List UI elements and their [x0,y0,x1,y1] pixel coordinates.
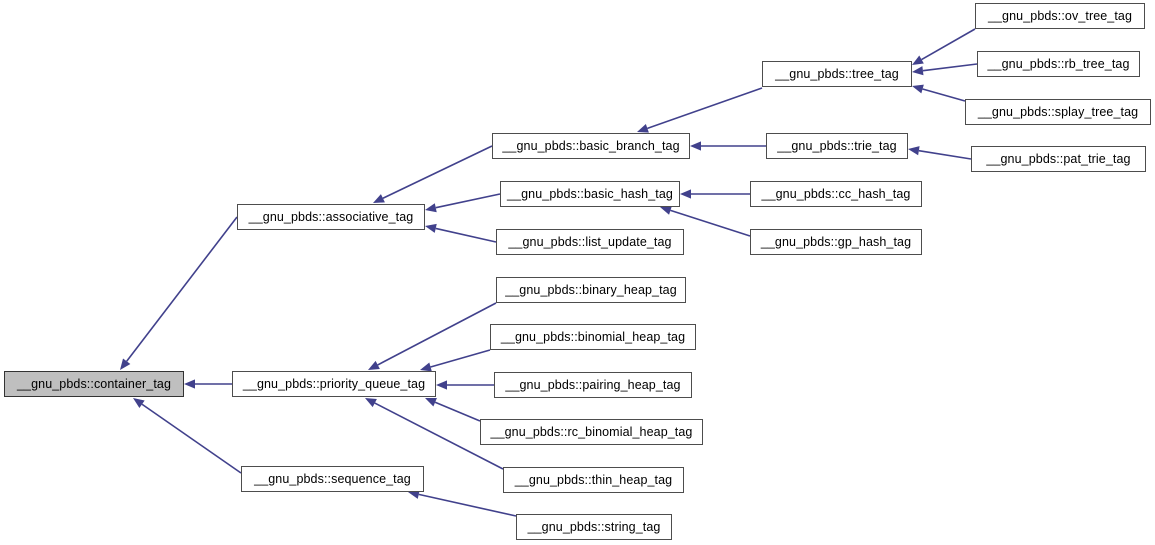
node-label: __gnu_pbds::binomial_heap_tag [500,329,686,344]
node-label: __gnu_pbds::splay_tree_tag [977,104,1139,119]
edge-ov_tree_tag-to-tree_tag [912,28,976,65]
node-label: __gnu_pbds::basic_hash_tag [507,186,673,201]
edge-list_update_tag-to-associative_tag [425,223,497,243]
edge-line [141,403,242,474]
node-label: __gnu_pbds::priority_queue_tag [242,376,426,391]
edge-arrowhead [680,189,691,199]
edge-splay_tree_tag-to-tree_tag [912,84,966,102]
edge-binary_heap_tag-to-priority_queue_tag [368,302,497,370]
edge-tree_tag-to-basic_branch_tag [637,87,763,133]
edge-arrowhead [373,194,385,203]
edge-basic_hash_tag-to-associative_tag [425,193,501,213]
node-label: __gnu_pbds::binary_heap_tag [505,282,677,297]
edge-binomial_heap_tag-to-priority_queue_tag [420,349,491,372]
node-basic_hash_tag[interactable]: __gnu_pbds::basic_hash_tag [500,181,680,207]
edge-pat_trie_tag-to-trie_tag [908,146,972,160]
node-basic_branch_tag[interactable]: __gnu_pbds::basic_branch_tag [492,133,690,159]
edge-string_tag-to-sequence_tag [408,489,517,517]
node-cc_hash_tag[interactable]: __gnu_pbds::cc_hash_tag [750,181,922,207]
edge-cc_hash_tag-to-basic_hash_tag [680,189,750,199]
edge-arrowhead [133,398,145,409]
edge-arrowhead [425,223,437,233]
edge-line [126,216,238,362]
node-container_tag[interactable]: __gnu_pbds::container_tag [4,371,184,397]
node-string_tag[interactable]: __gnu_pbds::string_tag [516,514,672,540]
node-gp_hash_tag[interactable]: __gnu_pbds::gp_hash_tag [750,229,922,255]
edge-line [922,63,978,72]
edge-trie_tag-to-basic_branch_tag [690,141,766,151]
node-pairing_heap_tag[interactable]: __gnu_pbds::pairing_heap_tag [494,372,692,398]
node-label: __gnu_pbds::tree_tag [775,66,899,81]
edge-arrowhead [690,141,701,151]
edge-arrowhead [637,124,649,133]
edge-arrowhead [184,379,195,389]
edge-arrowhead [120,358,131,370]
node-label: __gnu_pbds::pairing_heap_tag [505,377,681,392]
node-sequence_tag[interactable]: __gnu_pbds::sequence_tag [241,466,424,492]
node-ov_tree_tag[interactable]: __gnu_pbds::ov_tree_tag [975,3,1145,29]
edge-arrowhead [436,380,447,390]
node-list_update_tag[interactable]: __gnu_pbds::list_update_tag [496,229,684,255]
edge-arrowhead [912,66,924,76]
node-rb_tree_tag[interactable]: __gnu_pbds::rb_tree_tag [977,51,1140,77]
edge-arrowhead [425,203,437,213]
node-label: __gnu_pbds::sequence_tag [254,471,411,486]
node-label: __gnu_pbds::pat_trie_tag [986,151,1131,166]
node-label: __gnu_pbds::trie_tag [777,138,897,153]
edge-line [434,401,481,422]
edge-arrowhead [912,55,924,65]
node-priority_queue_tag[interactable]: __gnu_pbds::priority_queue_tag [232,371,436,397]
node-tree_tag[interactable]: __gnu_pbds::tree_tag [762,61,912,87]
edge-sequence_tag-to-container_tag [133,398,242,474]
node-label: __gnu_pbds::list_update_tag [508,234,672,249]
edge-priority_queue_tag-to-container_tag [184,379,232,389]
edge-line [435,227,497,243]
edge-line [377,302,497,366]
node-binary_heap_tag[interactable]: __gnu_pbds::binary_heap_tag [496,277,686,303]
edge-arrowhead [425,398,437,407]
node-label: __gnu_pbds::rc_binomial_heap_tag [490,424,693,439]
node-splay_tree_tag[interactable]: __gnu_pbds::splay_tree_tag [965,99,1151,125]
edge-basic_branch_tag-to-associative_tag [373,145,493,203]
node-label: __gnu_pbds::rb_tree_tag [987,56,1130,71]
edge-line [435,193,501,209]
node-thin_heap_tag[interactable]: __gnu_pbds::thin_heap_tag [503,467,684,493]
node-associative_tag[interactable]: __gnu_pbds::associative_tag [237,204,425,230]
node-label: __gnu_pbds::basic_branch_tag [502,138,680,153]
edge-associative_tag-to-container_tag [120,216,238,370]
edge-rc_binomial_heap_tag-to-priority_queue_tag [425,398,481,422]
node-label: __gnu_pbds::thin_heap_tag [514,472,673,487]
node-pat_trie_tag[interactable]: __gnu_pbds::pat_trie_tag [971,146,1146,172]
edge-line [418,493,517,517]
node-label: __gnu_pbds::gp_hash_tag [760,234,912,249]
edge-pairing_heap_tag-to-priority_queue_tag [436,380,494,390]
edge-arrowhead [912,84,924,94]
node-rc_binomial_heap_tag[interactable]: __gnu_pbds::rc_binomial_heap_tag [480,419,703,445]
node-binomial_heap_tag[interactable]: __gnu_pbds::binomial_heap_tag [490,324,696,350]
edge-line [921,28,976,61]
node-label: __gnu_pbds::container_tag [16,376,171,391]
node-trie_tag[interactable]: __gnu_pbds::trie_tag [766,133,908,159]
edge-arrowhead [368,360,380,370]
node-label: __gnu_pbds::ov_tree_tag [987,8,1133,23]
edge-arrowhead [365,398,377,408]
node-label: __gnu_pbds::string_tag [527,519,661,534]
node-label: __gnu_pbds::cc_hash_tag [761,186,911,201]
node-label: __gnu_pbds::associative_tag [248,209,414,224]
edge-arrowhead [660,205,672,215]
edge-line [918,149,972,160]
edge-line [922,88,966,102]
edge-rb_tree_tag-to-tree_tag [912,63,978,76]
edge-line [430,349,491,368]
edge-arrowhead [908,146,920,156]
edge-line [647,87,763,130]
edge-line [382,145,493,199]
